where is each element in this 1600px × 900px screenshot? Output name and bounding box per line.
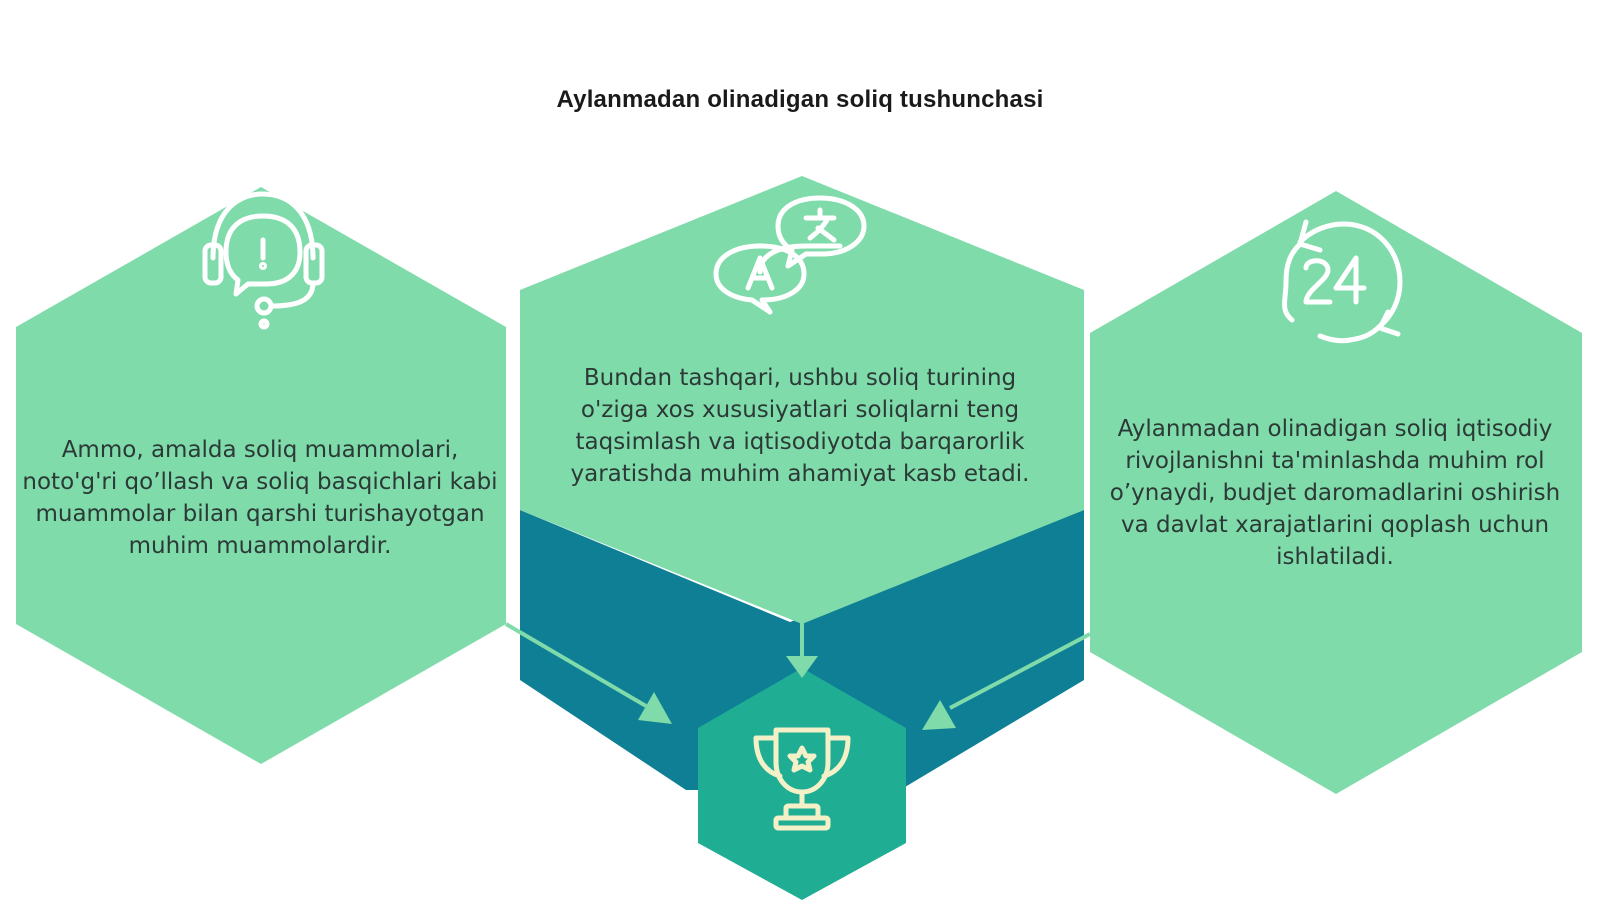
hex-right-text: Aylanmadan olinadigan soliq iqtisodiy ri… — [1109, 416, 1561, 570]
headset-alert-icon — [202, 191, 325, 330]
page-title: Aylanmadan olinadigan soliq tushunchasi — [556, 86, 1044, 113]
hex-right — [1090, 191, 1582, 794]
arrow-center — [786, 620, 818, 678]
hex-result — [698, 668, 906, 900]
hex-left-text: Ammo, amalda soliq muammolari, noto'g'ri… — [22, 437, 498, 559]
arrow-left — [504, 622, 672, 724]
hex-center — [520, 176, 1084, 624]
hex-left — [16, 187, 506, 764]
trophy-icon — [753, 727, 851, 831]
hex-center-text: Bundan tashqari, ushbu soliq turining o'… — [570, 365, 1030, 487]
arrow-right — [922, 632, 1091, 730]
24-hours-clock-icon — [1282, 219, 1403, 344]
translate-speech-bubbles-icon — [713, 195, 867, 315]
